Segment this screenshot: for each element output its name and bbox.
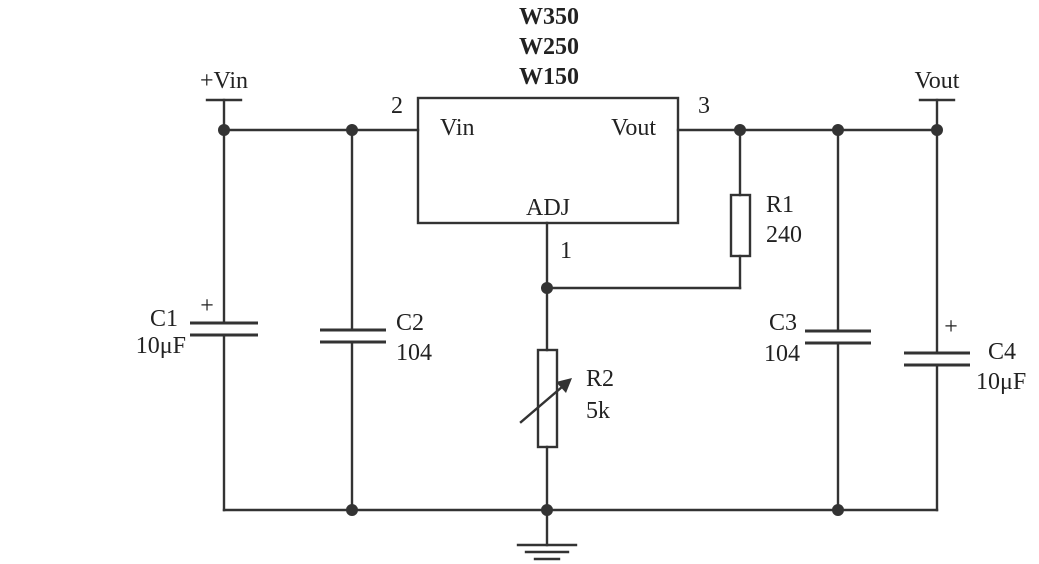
c2-value: 104 [396, 340, 432, 366]
junction-dots [218, 124, 943, 516]
ic-model-2: W250 [519, 34, 579, 60]
ic-pin-vin-label: Vin [440, 115, 475, 141]
junction-dot [734, 124, 746, 136]
c1-value: 10μF [136, 333, 186, 359]
ic-pin-adj-label: ADJ [526, 195, 570, 221]
r2-name: R2 [586, 366, 614, 392]
r2-arrow-head [556, 378, 572, 393]
junction-dot [541, 504, 553, 516]
junction-dot [832, 124, 844, 136]
junction-dot [346, 124, 358, 136]
r1-name: R1 [766, 192, 794, 218]
r1-value: 240 [766, 222, 802, 248]
resistor-r2 [536, 348, 559, 449]
ic-pin-vout-label: Vout [611, 115, 656, 141]
ic-pin1-number: 1 [560, 238, 572, 264]
c4-polarity: + [944, 314, 958, 340]
r2-value: 5k [586, 398, 610, 424]
ic-model-1: W350 [519, 4, 579, 30]
resistor-r1 [729, 193, 752, 258]
c2-name: C2 [396, 310, 424, 336]
junction-dot [931, 124, 943, 136]
junction-dot [346, 504, 358, 516]
ic-model-3: W150 [519, 64, 579, 90]
c3-name: C3 [769, 310, 797, 336]
c1-polarity: + [200, 293, 214, 319]
junction-dot [832, 504, 844, 516]
c4-name: C4 [988, 339, 1016, 365]
ic-pin2-number: 2 [391, 93, 403, 119]
input-terminal-label: +Vin [200, 68, 248, 94]
junction-dot [541, 282, 553, 294]
output-terminal-label: Vout [915, 68, 960, 94]
c4-value: 10μF [976, 369, 1026, 395]
ground-symbol [516, 543, 578, 561]
c1-name: C1 [150, 306, 178, 332]
ic-pin3-number: 3 [698, 93, 710, 119]
r2-adjust-arrow [519, 379, 571, 424]
junction-dot [218, 124, 230, 136]
c3-value: 104 [764, 341, 800, 367]
